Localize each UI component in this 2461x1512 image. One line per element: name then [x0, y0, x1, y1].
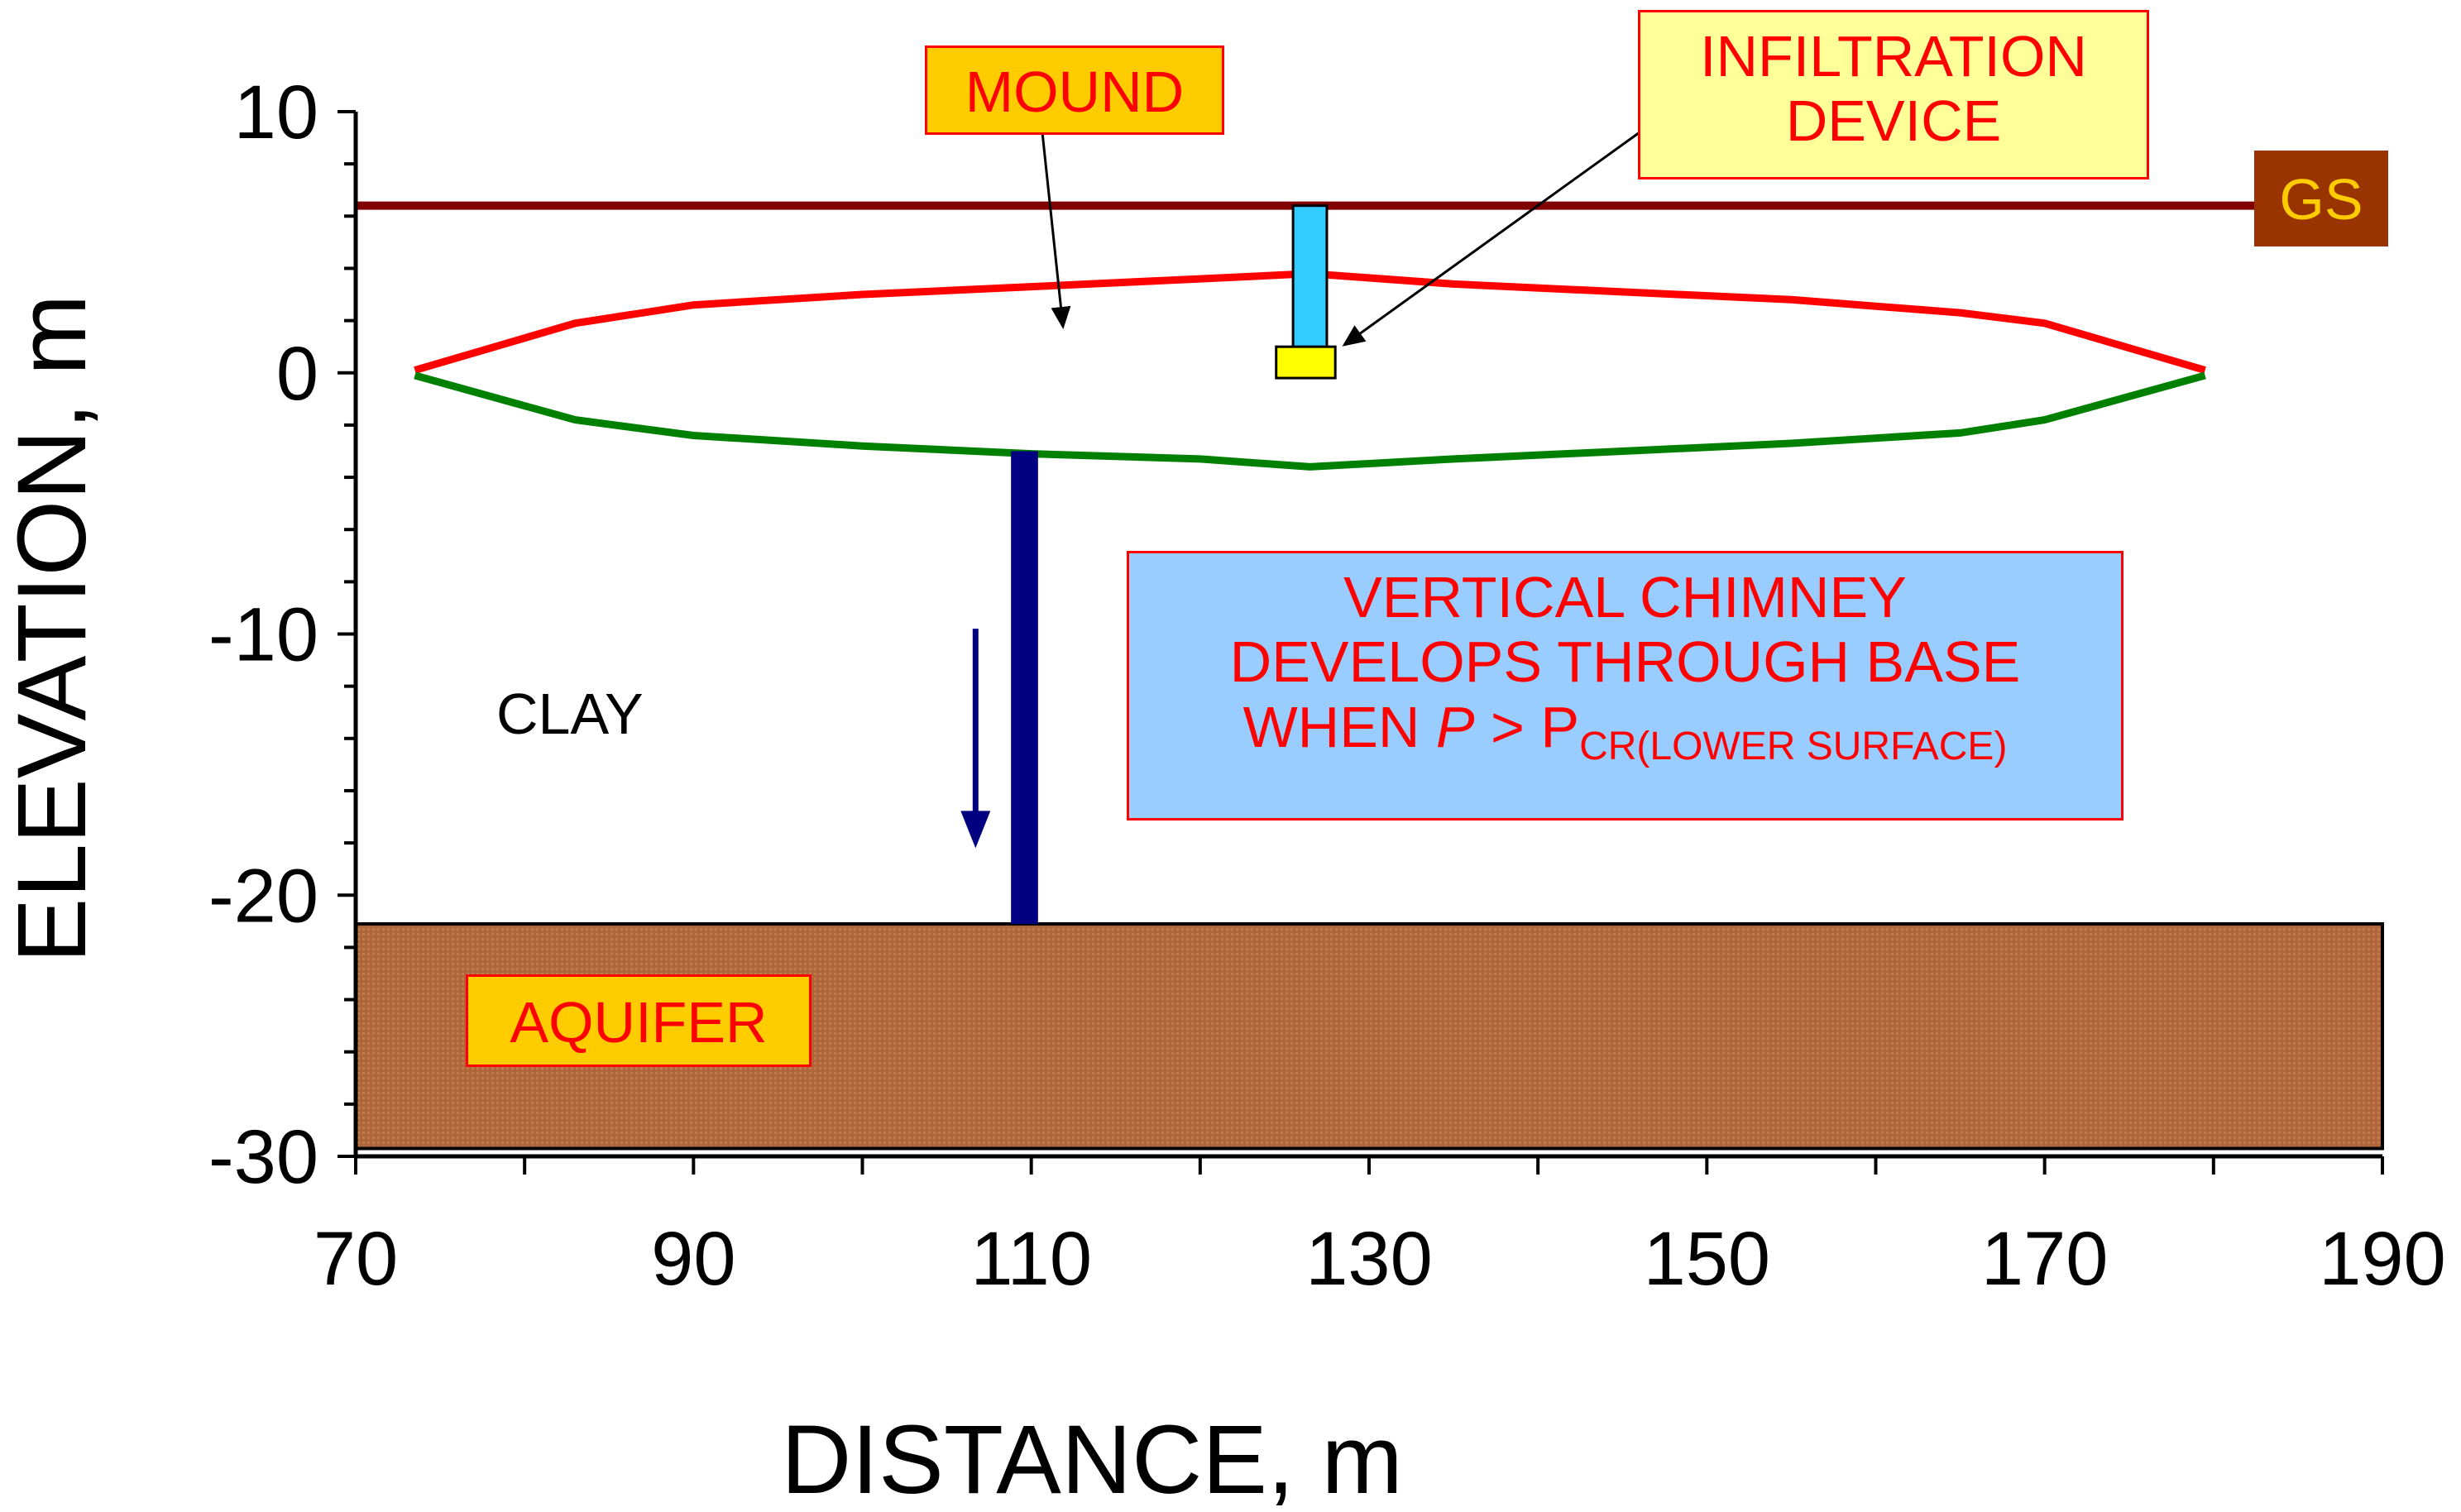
mound-callout: MOUND [925, 45, 1224, 135]
mound-label: MOUND [965, 60, 1185, 124]
x-tick-label: 110 [970, 1217, 1092, 1301]
infiltration-column [1291, 204, 1329, 351]
chimney-note-subscript: CR(LOWER SURFACE) [1579, 724, 2008, 768]
y-tick-label: -10 [208, 593, 318, 677]
y-tick-labels: 10 0 -10 -20 -30 [208, 70, 318, 1199]
chimney-note-line3: WHEN P > PCR(LOWER SURFACE) [1129, 695, 2121, 769]
infiltration-device-label-line1: INFILTRATION [1700, 24, 2087, 89]
chimney-note-callout: VERTICAL CHIMNEY DEVELOPS THROUGH BASE W… [1127, 551, 2123, 821]
ground-surface-callout: GS [2254, 151, 2388, 246]
y-tick-label: -30 [208, 1115, 318, 1199]
y-axis-ticks [338, 110, 356, 1158]
x-tick-label: 190 [2319, 1217, 2446, 1301]
x-tick-label: 150 [1644, 1217, 1771, 1301]
y-tick-label: 0 [276, 332, 318, 416]
aquifer-label: AQUIFER [510, 990, 768, 1055]
mound-lower-surface-line [414, 371, 2206, 471]
chimney-note-symbol: P [1435, 694, 1475, 759]
infiltration-device-block [1275, 345, 1337, 380]
downward-flow-arrow-head [960, 811, 991, 849]
clay-label: CLAY [496, 682, 644, 746]
vertical-chimney [1011, 451, 1038, 924]
x-tick-label: 70 [314, 1217, 398, 1301]
aquifer-callout: AQUIFER [466, 974, 812, 1067]
chimney-note-line2: DEVELOPS THROUGH BASE [1229, 629, 2021, 695]
gs-label: GS [2279, 167, 2363, 232]
device-leader-line [1342, 131, 1640, 347]
chimney-note-line1: VERTICAL CHIMNEY [1343, 565, 1907, 629]
chimney-note-prefix: WHEN [1242, 694, 1436, 759]
y-tick-label: 10 [234, 70, 318, 155]
x-axis-ticks [354, 1156, 2384, 1175]
y-tick-label: -20 [208, 854, 318, 938]
chimney-note-operator: > P [1474, 694, 1580, 759]
x-axis-title: DISTANCE, m [781, 1405, 1403, 1512]
mound-leader-line [1041, 132, 1071, 329]
infiltration-device-callout: INFILTRATION DEVICE [1638, 10, 2149, 179]
x-tick-labels: 70 90 110 130 150 170 190 [314, 1217, 2446, 1301]
x-tick-label: 130 [1305, 1217, 1433, 1301]
infiltration-device-label-line2: DEVICE [1785, 89, 2002, 154]
x-tick-label: 170 [1981, 1217, 2109, 1301]
y-axis-title: ELEVATION, m [0, 294, 107, 964]
x-tick-label: 90 [651, 1217, 735, 1301]
